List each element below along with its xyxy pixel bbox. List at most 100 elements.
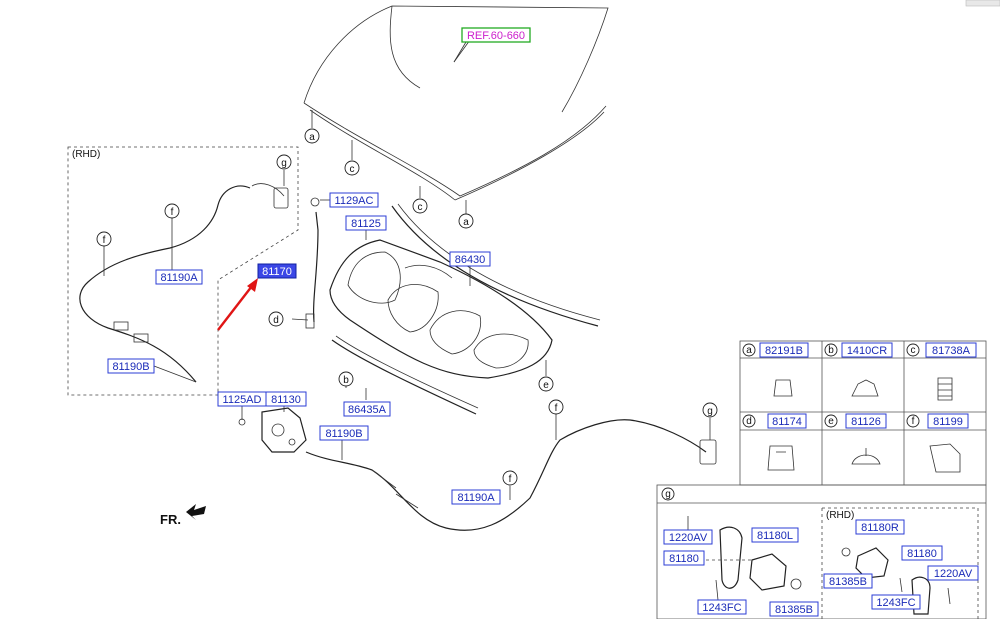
part-label-1129AC[interactable]: 1129AC: [329, 192, 379, 208]
svg-text:81174: 81174: [772, 416, 802, 428]
callout-a-2[interactable]: a: [458, 213, 474, 229]
svg-text:e: e: [828, 416, 834, 427]
callout-g-main[interactable]: g: [702, 402, 718, 418]
part-label-81190B-main[interactable]: 81190B: [319, 425, 369, 441]
latch-81130-drawing: [238, 407, 307, 453]
detail-label-81385B-right[interactable]: 81385B: [823, 573, 873, 589]
highlight-arrow-shaft: [217, 285, 253, 331]
svg-text:81180: 81180: [669, 553, 699, 565]
detail-label-81180-left[interactable]: 81180: [663, 550, 705, 566]
svg-text:81180R: 81180R: [861, 522, 899, 534]
svg-text:a: a: [463, 217, 469, 228]
legend-cell-e[interactable]: e 81126: [824, 413, 887, 465]
bolt-1129AC-drawing: [310, 197, 320, 207]
detail-label-1220AV-left[interactable]: 1220AV: [663, 529, 713, 545]
svg-text:82191B: 82191B: [765, 345, 803, 357]
cable-clip-drawing: [113, 321, 129, 331]
detail-label-1243FC-right[interactable]: 1243FC: [871, 594, 921, 610]
clip-81174-icon: [767, 445, 795, 471]
hood-panel-drawing: [303, 5, 609, 201]
detail-label-81385B-left[interactable]: 81385B: [769, 601, 819, 617]
detail-label-1220AV-right[interactable]: 1220AV: [927, 565, 979, 581]
callout-f-main-1[interactable]: f: [548, 399, 564, 415]
callout-b[interactable]: b: [338, 371, 354, 387]
callout-c-1[interactable]: c: [344, 160, 360, 176]
detail-label-1243FC-left[interactable]: 1243FC: [697, 599, 747, 615]
handle-bracket-81180L-drawing: [749, 553, 787, 591]
callout-f-rhd-2[interactable]: f: [96, 231, 112, 247]
part-label-81130[interactable]: 81130: [265, 391, 307, 407]
callout-e[interactable]: e: [538, 376, 554, 392]
legend-cell-d[interactable]: d 81174: [742, 413, 807, 471]
bumper-81126-icon: [851, 448, 881, 465]
detail-label-81180R[interactable]: 81180R: [855, 519, 905, 535]
part-label-81190A-main[interactable]: 81190A: [451, 489, 501, 505]
legend-cell-b[interactable]: b 1410CR: [824, 342, 893, 397]
svg-text:81126: 81126: [851, 416, 881, 428]
weatherstrip-86430-drawing: [391, 205, 599, 327]
highlight-arrow-icon: [247, 278, 258, 292]
clip-82191B-icon: [773, 379, 793, 397]
svg-text:1125AD: 1125AD: [223, 394, 262, 406]
svg-text:1220AV: 1220AV: [669, 532, 708, 544]
svg-text:g: g: [707, 406, 713, 417]
callout-c-2[interactable]: c: [412, 198, 428, 214]
svg-text:f: f: [555, 403, 558, 414]
svg-text:d: d: [746, 416, 752, 427]
legend-cell-a[interactable]: a 82191B: [742, 342, 809, 397]
legend-cell-c[interactable]: c 81738A: [906, 342, 977, 401]
hood-inner-panel-drawing: [329, 239, 553, 379]
legend-cell-f[interactable]: f 81199: [906, 413, 969, 473]
callout-f-main-2[interactable]: f: [502, 470, 518, 486]
part-label-86435A[interactable]: 86435A: [343, 401, 391, 417]
svg-text:81180L: 81180L: [757, 530, 793, 542]
svg-text:81385B: 81385B: [829, 576, 867, 588]
callout-a-1[interactable]: a: [304, 128, 320, 144]
callout-d[interactable]: d: [268, 311, 284, 327]
part-label-81170[interactable]: 81170: [257, 263, 297, 279]
callout-g-rhd[interactable]: g: [276, 154, 292, 170]
svg-text:c: c: [350, 164, 355, 175]
part-label-81125[interactable]: 81125: [345, 215, 387, 231]
svg-text:g: g: [665, 489, 671, 500]
legend-table: a 82191B b 1410CR c 81738A d 81174: [739, 340, 987, 486]
svg-text:1220AV: 1220AV: [934, 568, 973, 580]
hood-stay-rod-drawing: [313, 211, 319, 323]
clip-81199-icon: [929, 443, 961, 473]
part-label-86430[interactable]: 86430: [449, 251, 491, 267]
ref-label-box[interactable]: REF.60-660: [461, 27, 531, 43]
svg-text:86435A: 86435A: [348, 404, 387, 416]
svg-text:d: d: [273, 315, 279, 326]
svg-text:81130: 81130: [271, 394, 301, 406]
detail-g-panel: g (RHD) 1220AV 81180 81180L 12: [656, 484, 987, 620]
part-label-1125AD[interactable]: 1125AD: [217, 391, 267, 407]
svg-text:a: a: [746, 345, 752, 356]
svg-text:f: f: [171, 207, 174, 218]
svg-text:81190B: 81190B: [325, 428, 362, 440]
svg-text:81170: 81170: [262, 266, 292, 278]
bumper-81738A-icon: [937, 377, 953, 401]
scroll-handle[interactable]: [965, 0, 1000, 7]
front-direction-label: FR.: [160, 512, 181, 527]
release-handle-81180-drawing: [719, 526, 743, 589]
release-cable-rhd-drawing: [79, 185, 251, 383]
callout-f-rhd-1[interactable]: f: [164, 203, 180, 219]
svg-text:f: f: [509, 474, 512, 485]
svg-text:c: c: [418, 202, 423, 213]
svg-text:(RHD): (RHD): [826, 510, 854, 521]
part-label-81190A-rhd[interactable]: 81190A: [155, 269, 203, 285]
svg-text:81190A: 81190A: [457, 492, 495, 504]
detail-label-81180L[interactable]: 81180L: [751, 527, 799, 543]
svg-text:81190B: 81190B: [112, 361, 149, 373]
svg-text:f: f: [103, 235, 106, 246]
svg-text:REF.60-660: REF.60-660: [467, 30, 525, 42]
svg-text:81199: 81199: [933, 416, 963, 428]
svg-text:81385B: 81385B: [775, 604, 813, 616]
part-label-81190B-rhd[interactable]: 81190B: [107, 358, 155, 374]
svg-text:b: b: [828, 345, 834, 356]
svg-text:c: c: [911, 345, 916, 356]
svg-text:g: g: [281, 158, 287, 169]
detail-label-81180-right[interactable]: 81180: [901, 545, 943, 561]
